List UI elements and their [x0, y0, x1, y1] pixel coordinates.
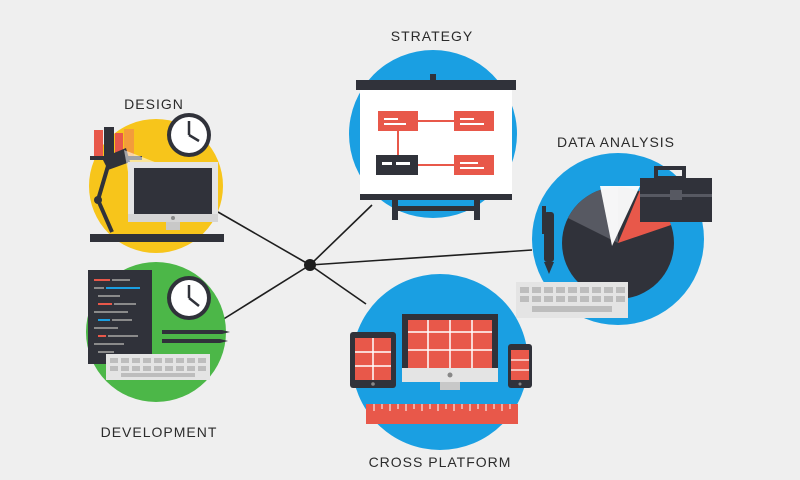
- clock-icon: [167, 113, 211, 157]
- pencils-icon: [162, 330, 230, 343]
- desk-surface: [90, 234, 224, 242]
- data-analysis-node: [516, 153, 712, 325]
- tablet-icon: [350, 332, 396, 388]
- design-node: [89, 113, 224, 253]
- pen-icon: [542, 206, 554, 274]
- hub-node: [304, 259, 316, 271]
- strategy-label: STRATEGY: [390, 28, 474, 44]
- cross-platform-label: CROSS PLATFORM: [368, 454, 512, 470]
- desktop-monitor-icon: [402, 314, 498, 390]
- keyboard-icon: [516, 282, 628, 318]
- connector-lines: [217, 204, 533, 321]
- keyboard-icon: [106, 354, 210, 380]
- monitor-icon: [128, 162, 218, 230]
- data-analysis-label: DATA ANALYSIS: [556, 134, 676, 150]
- ruler-icon: [366, 404, 518, 424]
- whiteboard-icon: [356, 74, 516, 220]
- development-label: DEVELOPMENT: [100, 424, 218, 440]
- development-node: [86, 262, 230, 402]
- phone-icon: [508, 344, 532, 388]
- clock-icon: [167, 276, 211, 320]
- design-label: DESIGN: [124, 96, 184, 112]
- strategy-node: [349, 50, 517, 220]
- briefcase-icon: [640, 166, 712, 222]
- code-editor-icon: [88, 270, 152, 364]
- cross-platform-node: [350, 274, 532, 450]
